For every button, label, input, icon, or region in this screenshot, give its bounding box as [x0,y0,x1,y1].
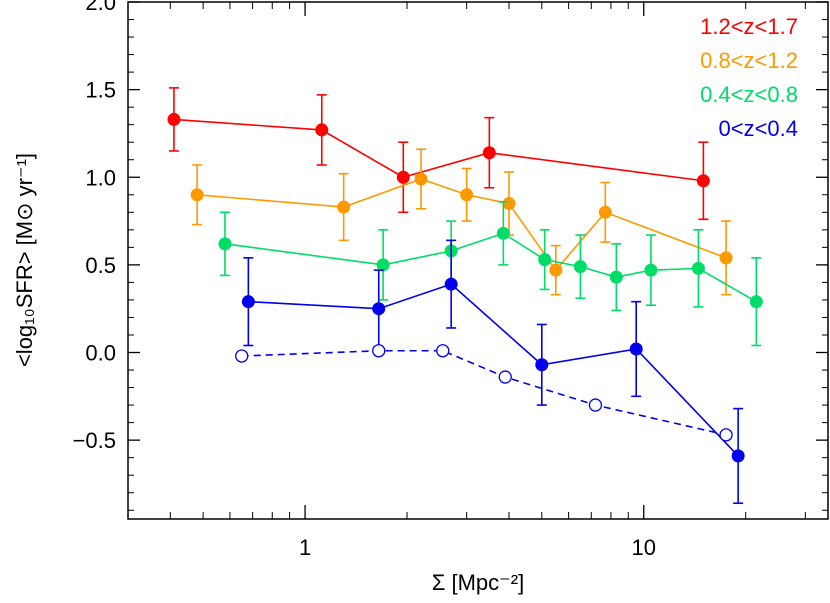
series-line [197,178,727,272]
data-point [549,263,563,277]
data-point [719,428,733,442]
data-point [372,344,386,358]
data-point [598,205,612,219]
y-tick-label: 0.5 [85,253,116,278]
data-series [167,87,763,505]
plot-frame [127,1,829,520]
x-tick-label: 1 [299,535,311,560]
data-point [535,358,549,372]
data-point [444,277,458,291]
legend-entry: 0.4<z<0.8 [700,82,798,107]
data-point [538,253,552,267]
series-line [241,349,727,436]
data-point [235,349,249,363]
series-line [173,118,704,182]
series-line [248,283,739,457]
data-point [337,200,351,214]
data-point [609,270,623,284]
y-tick-label: 2.0 [85,0,116,15]
data-point [372,302,386,316]
data-point [218,237,232,251]
data-point [644,263,658,277]
data-point [460,188,474,202]
data-point [376,258,390,272]
x-tick-label: 10 [632,535,656,560]
data-point [696,174,710,188]
data-point [749,295,763,309]
data-point [241,295,255,309]
series-line [224,232,757,303]
series-group [235,344,733,442]
data-point [396,170,410,184]
data-point [629,342,643,356]
y-tick-label: 1.5 [85,78,116,103]
data-point [436,344,450,358]
data-point [167,112,181,126]
data-point [719,251,733,265]
series-group [218,200,763,347]
legend-entry: 0<z<0.4 [718,116,798,141]
legend-entry: 1.2<z<1.7 [700,14,798,39]
data-point [573,260,587,274]
legend: 1.2<z<1.7 0.8<z<1.2 0.4<z<0.8 0<z<0.4 [700,14,798,141]
data-point [498,370,512,384]
data-point [588,398,603,412]
data-point [731,449,745,463]
axis-ticks: −0.5 0.0 0.5 1.0 1.5 2.0 1 10 [73,0,828,560]
y-tick-label: −0.5 [73,428,116,453]
legend-entry: 0.8<z<1.2 [700,48,798,73]
series-group [167,87,710,221]
data-point [190,188,204,202]
data-point [482,146,496,160]
x-axis-label: Σ [Mpc⁻²] [432,570,524,595]
series-group [241,239,745,505]
data-point [315,123,329,137]
data-point [414,172,428,186]
data-point [502,197,516,211]
y-tick-label: 1.0 [85,165,116,190]
y-tick-label: 0.0 [85,341,116,366]
y-axis-label: <log₁₀SFR> [M⊙ yr⁻¹] [12,153,37,367]
data-point [496,226,510,240]
series-group [190,148,733,296]
data-point [691,261,705,275]
